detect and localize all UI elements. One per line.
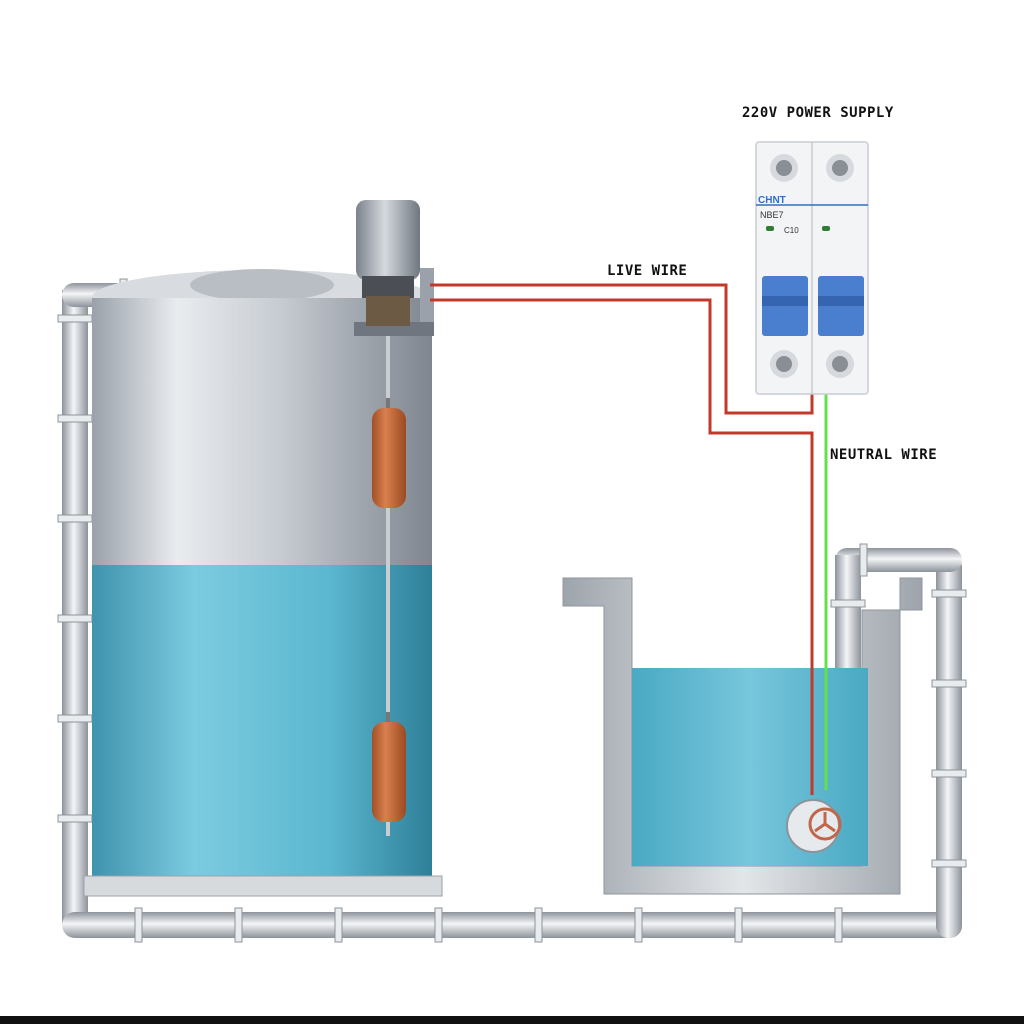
float-ball-icon (372, 712, 406, 822)
float-ball-icon (372, 398, 406, 508)
bottom-border (0, 1016, 1024, 1024)
float-switch-icon (356, 200, 420, 326)
circuit-breaker-icon: CHNT NBE7 C10 (755, 141, 869, 395)
power-supply-label: 220V POWER SUPPLY (742, 105, 894, 121)
float-switch (354, 200, 434, 836)
live-wire-label: LIVE WIRE (607, 263, 687, 279)
neutral-wire-label: NEUTRAL WIRE (830, 447, 937, 463)
pump-valve-icon (786, 799, 842, 853)
live-wire (430, 283, 814, 795)
tank-water (92, 565, 432, 878)
breaker-rating: C10 (784, 226, 799, 235)
water-pool (562, 577, 923, 895)
storage-tank (83, 269, 443, 897)
breaker-brand: CHNT (758, 195, 786, 206)
breaker-model: NBE7 (760, 210, 784, 220)
